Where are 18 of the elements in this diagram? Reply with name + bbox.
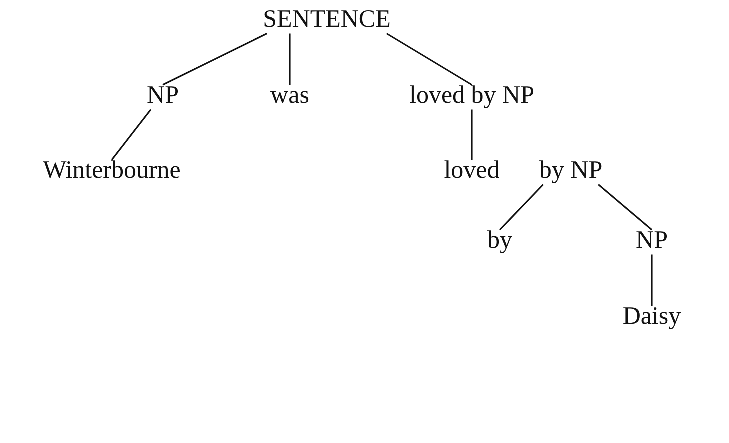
tree-branch-line [162,33,268,86]
tree-node-label: loved [442,157,502,186]
tree-node-label: SENTENCE [261,6,393,35]
tree-branch-line [289,34,291,85]
tree-node-label: Daisy [620,303,684,332]
tree-branch-line [499,184,544,231]
tree-branch-line [651,254,653,306]
tree-branch-line [598,184,653,231]
tree-node-label: by NP [537,157,605,186]
tree-node-label: NP [145,82,181,111]
tree-node-label: loved by NP [408,82,536,111]
tree-branch-line [111,109,152,160]
tree-node-label: NP [634,227,670,256]
tree-branch-line [471,110,473,160]
tree-node-label: was [268,82,312,111]
tree-node-label: by [486,227,514,256]
tree-branch-line [386,33,472,86]
tree-node-label: Winterbourne [41,157,183,186]
